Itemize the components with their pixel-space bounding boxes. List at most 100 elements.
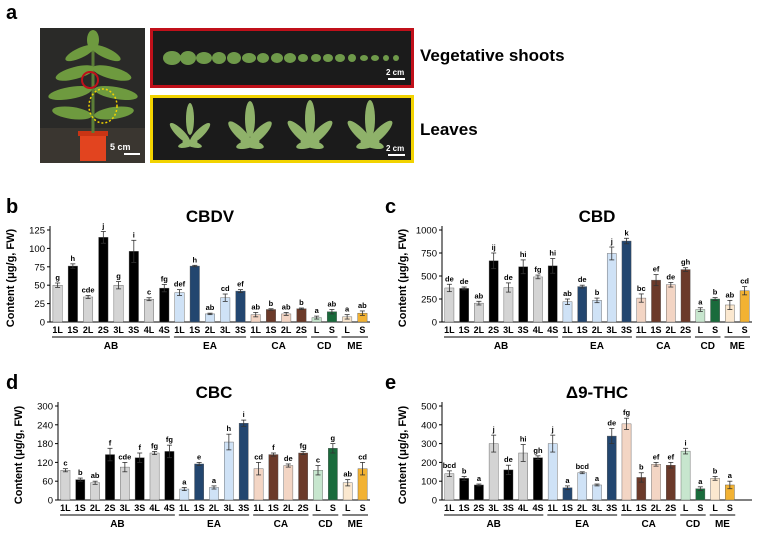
- x-tick-label: L: [344, 325, 350, 335]
- x-tick-label: 2S: [665, 503, 676, 513]
- significance-letter: de: [460, 277, 469, 286]
- chart-title: CBC: [196, 383, 233, 402]
- bar: [144, 298, 154, 323]
- bar: [75, 479, 86, 501]
- bar: [159, 287, 170, 323]
- x-tick-label: 3S: [235, 325, 246, 335]
- significance-letter: ab: [91, 471, 100, 480]
- x-tick-label: 1S: [194, 503, 205, 513]
- y-tick-label: 300: [421, 439, 437, 450]
- significance-letter: b: [713, 288, 718, 297]
- x-tick-label: 3L: [120, 503, 131, 513]
- significance-letter: a: [477, 474, 482, 483]
- significance-letter: a: [212, 476, 217, 485]
- x-tick-label: 1L: [444, 325, 455, 335]
- significance-letter: ab: [251, 302, 260, 311]
- group-label: CD: [317, 341, 331, 352]
- significance-letter: ab: [328, 299, 337, 308]
- x-tick-label: 1L: [179, 503, 190, 513]
- bar: [459, 288, 469, 323]
- x-tick-label: S: [697, 503, 703, 513]
- x-tick-label: S: [360, 503, 366, 513]
- significance-letter: de: [666, 272, 675, 281]
- panel-letter-e: e: [385, 372, 397, 394]
- significance-letter: bc: [637, 284, 646, 293]
- y-tick-label: 0: [432, 496, 437, 507]
- panel-letter-b: b: [6, 196, 19, 218]
- significance-letter: fg: [300, 441, 307, 450]
- significance-letter: de: [445, 274, 454, 283]
- significance-letter: a: [698, 477, 703, 486]
- y-axis-label: Content (μg/g, FW): [13, 405, 25, 504]
- significance-letter: cd: [358, 452, 367, 461]
- group-label: ME: [715, 519, 730, 530]
- significance-letter: def: [174, 280, 186, 289]
- x-tick-label: 2L: [83, 325, 94, 335]
- x-tick-label: S: [712, 325, 718, 335]
- x-tick-label: 1S: [265, 325, 276, 335]
- x-tick-label: 2S: [680, 325, 691, 335]
- significance-letter: h: [192, 255, 197, 264]
- bar: [739, 290, 750, 323]
- bar: [577, 472, 588, 501]
- significance-letter: ef: [237, 280, 244, 289]
- x-tick-label: 2L: [283, 503, 294, 513]
- x-tick-label: 3S: [606, 503, 617, 513]
- y-tick-label: 100: [421, 477, 437, 488]
- significance-letter: cde: [82, 286, 95, 295]
- significance-letter: b: [713, 467, 718, 476]
- x-tick-label: 4S: [547, 325, 558, 335]
- group-label: AB: [486, 519, 500, 530]
- significance-letter: ab: [206, 303, 215, 312]
- bar: [606, 253, 617, 323]
- significance-letter: ab: [475, 291, 484, 300]
- bar: [266, 309, 276, 323]
- x-tick-label: 1L: [250, 325, 261, 335]
- y-tick-label: 240: [37, 420, 53, 431]
- significance-letter: f: [109, 438, 112, 447]
- x-tick-label: L: [314, 325, 320, 335]
- significance-letter: ef: [653, 452, 660, 461]
- significance-letter: b: [639, 463, 644, 472]
- x-tick-label: 1S: [459, 325, 470, 335]
- x-tick-label: 2L: [577, 503, 588, 513]
- significance-letter: fg: [161, 274, 168, 283]
- x-tick-label: 2L: [205, 325, 216, 335]
- plant-scale-label: 5 cm: [110, 142, 131, 152]
- y-tick-label: 500: [421, 402, 437, 413]
- significance-letter: g: [116, 272, 121, 281]
- x-tick-label: 2S: [98, 325, 109, 335]
- x-tick-label: 3L: [488, 503, 499, 513]
- panel-letter-d: d: [6, 372, 19, 394]
- significance-letter: cd: [740, 277, 749, 286]
- x-tick-label: S: [329, 325, 335, 335]
- significance-letter: h: [227, 424, 232, 433]
- bar: [459, 478, 469, 501]
- bar: [710, 298, 720, 323]
- bar: [488, 260, 499, 323]
- x-tick-label: 2S: [104, 503, 115, 513]
- x-tick-label: 3L: [113, 325, 124, 335]
- bar: [444, 287, 455, 323]
- significance-letter: a: [565, 476, 570, 485]
- bar: [710, 478, 720, 501]
- x-tick-label: 2S: [473, 503, 484, 513]
- x-tick-label: 1S: [189, 325, 200, 335]
- x-tick-label: 1S: [459, 503, 470, 513]
- y-tick-label: 200: [421, 458, 437, 469]
- significance-letter: j: [610, 237, 613, 246]
- x-tick-label: 4L: [144, 325, 155, 335]
- x-tick-label: 3S: [503, 503, 514, 513]
- x-tick-label: 4L: [149, 503, 160, 513]
- x-tick-label: 3S: [238, 503, 249, 513]
- bar: [533, 457, 543, 501]
- chart-title: CBD: [579, 207, 616, 226]
- group-label: ME: [730, 341, 745, 352]
- group-label: CA: [656, 341, 670, 352]
- significance-letter: e: [197, 452, 201, 461]
- bar: [67, 265, 78, 323]
- x-tick-label: 2L: [209, 503, 220, 513]
- leaves-photo: 2 cm: [150, 95, 414, 163]
- significance-letter: ab: [282, 302, 291, 311]
